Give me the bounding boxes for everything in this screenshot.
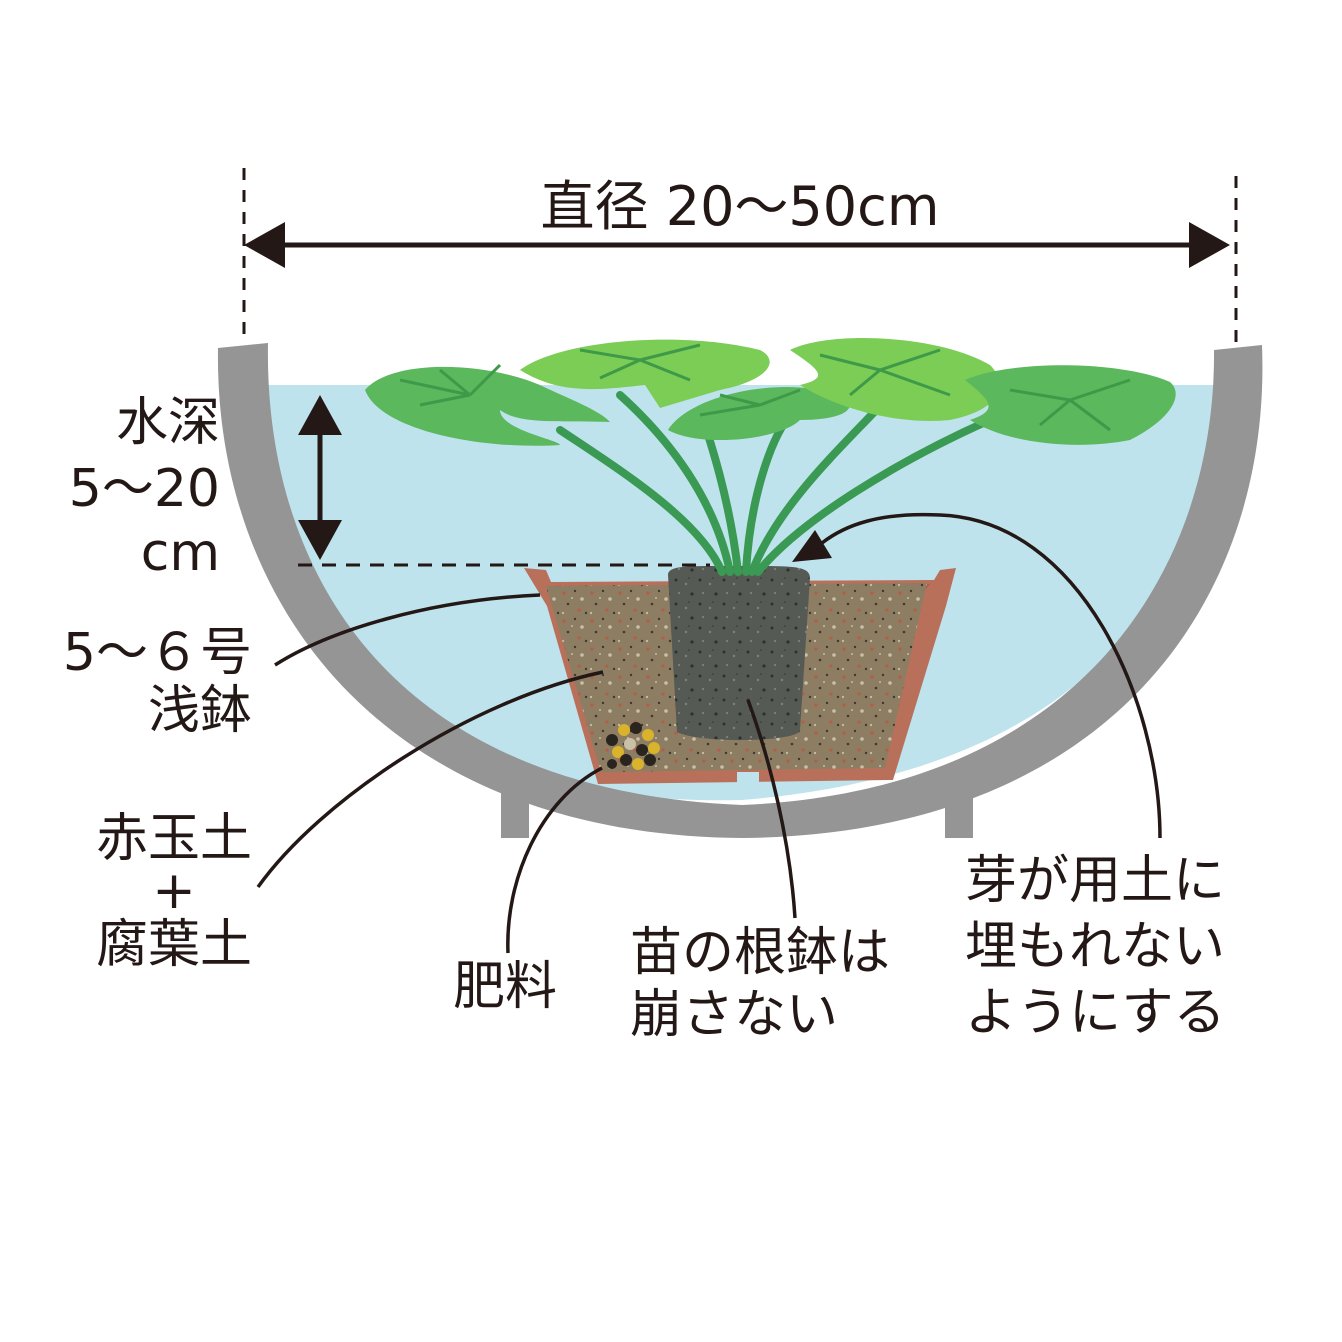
soil-label-2: + [152, 861, 196, 921]
soil-label-1: 赤玉土 [95, 809, 252, 869]
diameter-dimension [242, 168, 1238, 342]
bud-pointer-arrow [792, 530, 832, 562]
leader-fertilizer [506, 766, 603, 954]
leader-lines [256, 512, 1162, 954]
bud-label-3: ようにする [965, 983, 1226, 1043]
leaf-veins [399, 343, 1131, 432]
water-depth-label-1: 水深 [115, 393, 220, 453]
rootball-label-1: 苗の根鉢は [630, 923, 891, 983]
pot-label-2: 浅鉢 [147, 681, 252, 741]
depth-dimension [298, 395, 710, 567]
diameter-arrow-left [244, 222, 285, 268]
leader-pot [274, 593, 541, 667]
leader-soil [256, 670, 604, 889]
diameter-arrow-right [1189, 222, 1230, 268]
pot-label-1: 5〜６号 [62, 623, 252, 683]
leaf-center [668, 387, 850, 441]
diameter-label: 直径 20〜50cm [540, 175, 940, 238]
rootball-label-2: 崩さない [630, 985, 839, 1045]
leader-rootball [746, 699, 797, 919]
depth-arrow-up [298, 395, 342, 435]
soil-label-3: 腐葉土 [95, 915, 252, 975]
bud-label-2: 埋もれない [965, 917, 1226, 977]
fertilizer-label: 肥料 [452, 957, 557, 1017]
leaf-center-left [520, 339, 770, 408]
fertilizer-pellets [606, 722, 660, 770]
water-depth-label-2: 5〜20 [68, 459, 220, 519]
bud-label-1: 芽が用土に [965, 851, 1226, 911]
plant-leaves [365, 338, 1176, 446]
root-ball [668, 565, 810, 741]
leaf-right [965, 365, 1176, 445]
depth-arrow-down [298, 520, 342, 560]
leader-bud [820, 512, 1162, 839]
pot-drain-hole [737, 772, 759, 786]
leaf-center-right [790, 338, 1000, 421]
water-depth-label-3: cm [140, 523, 220, 583]
